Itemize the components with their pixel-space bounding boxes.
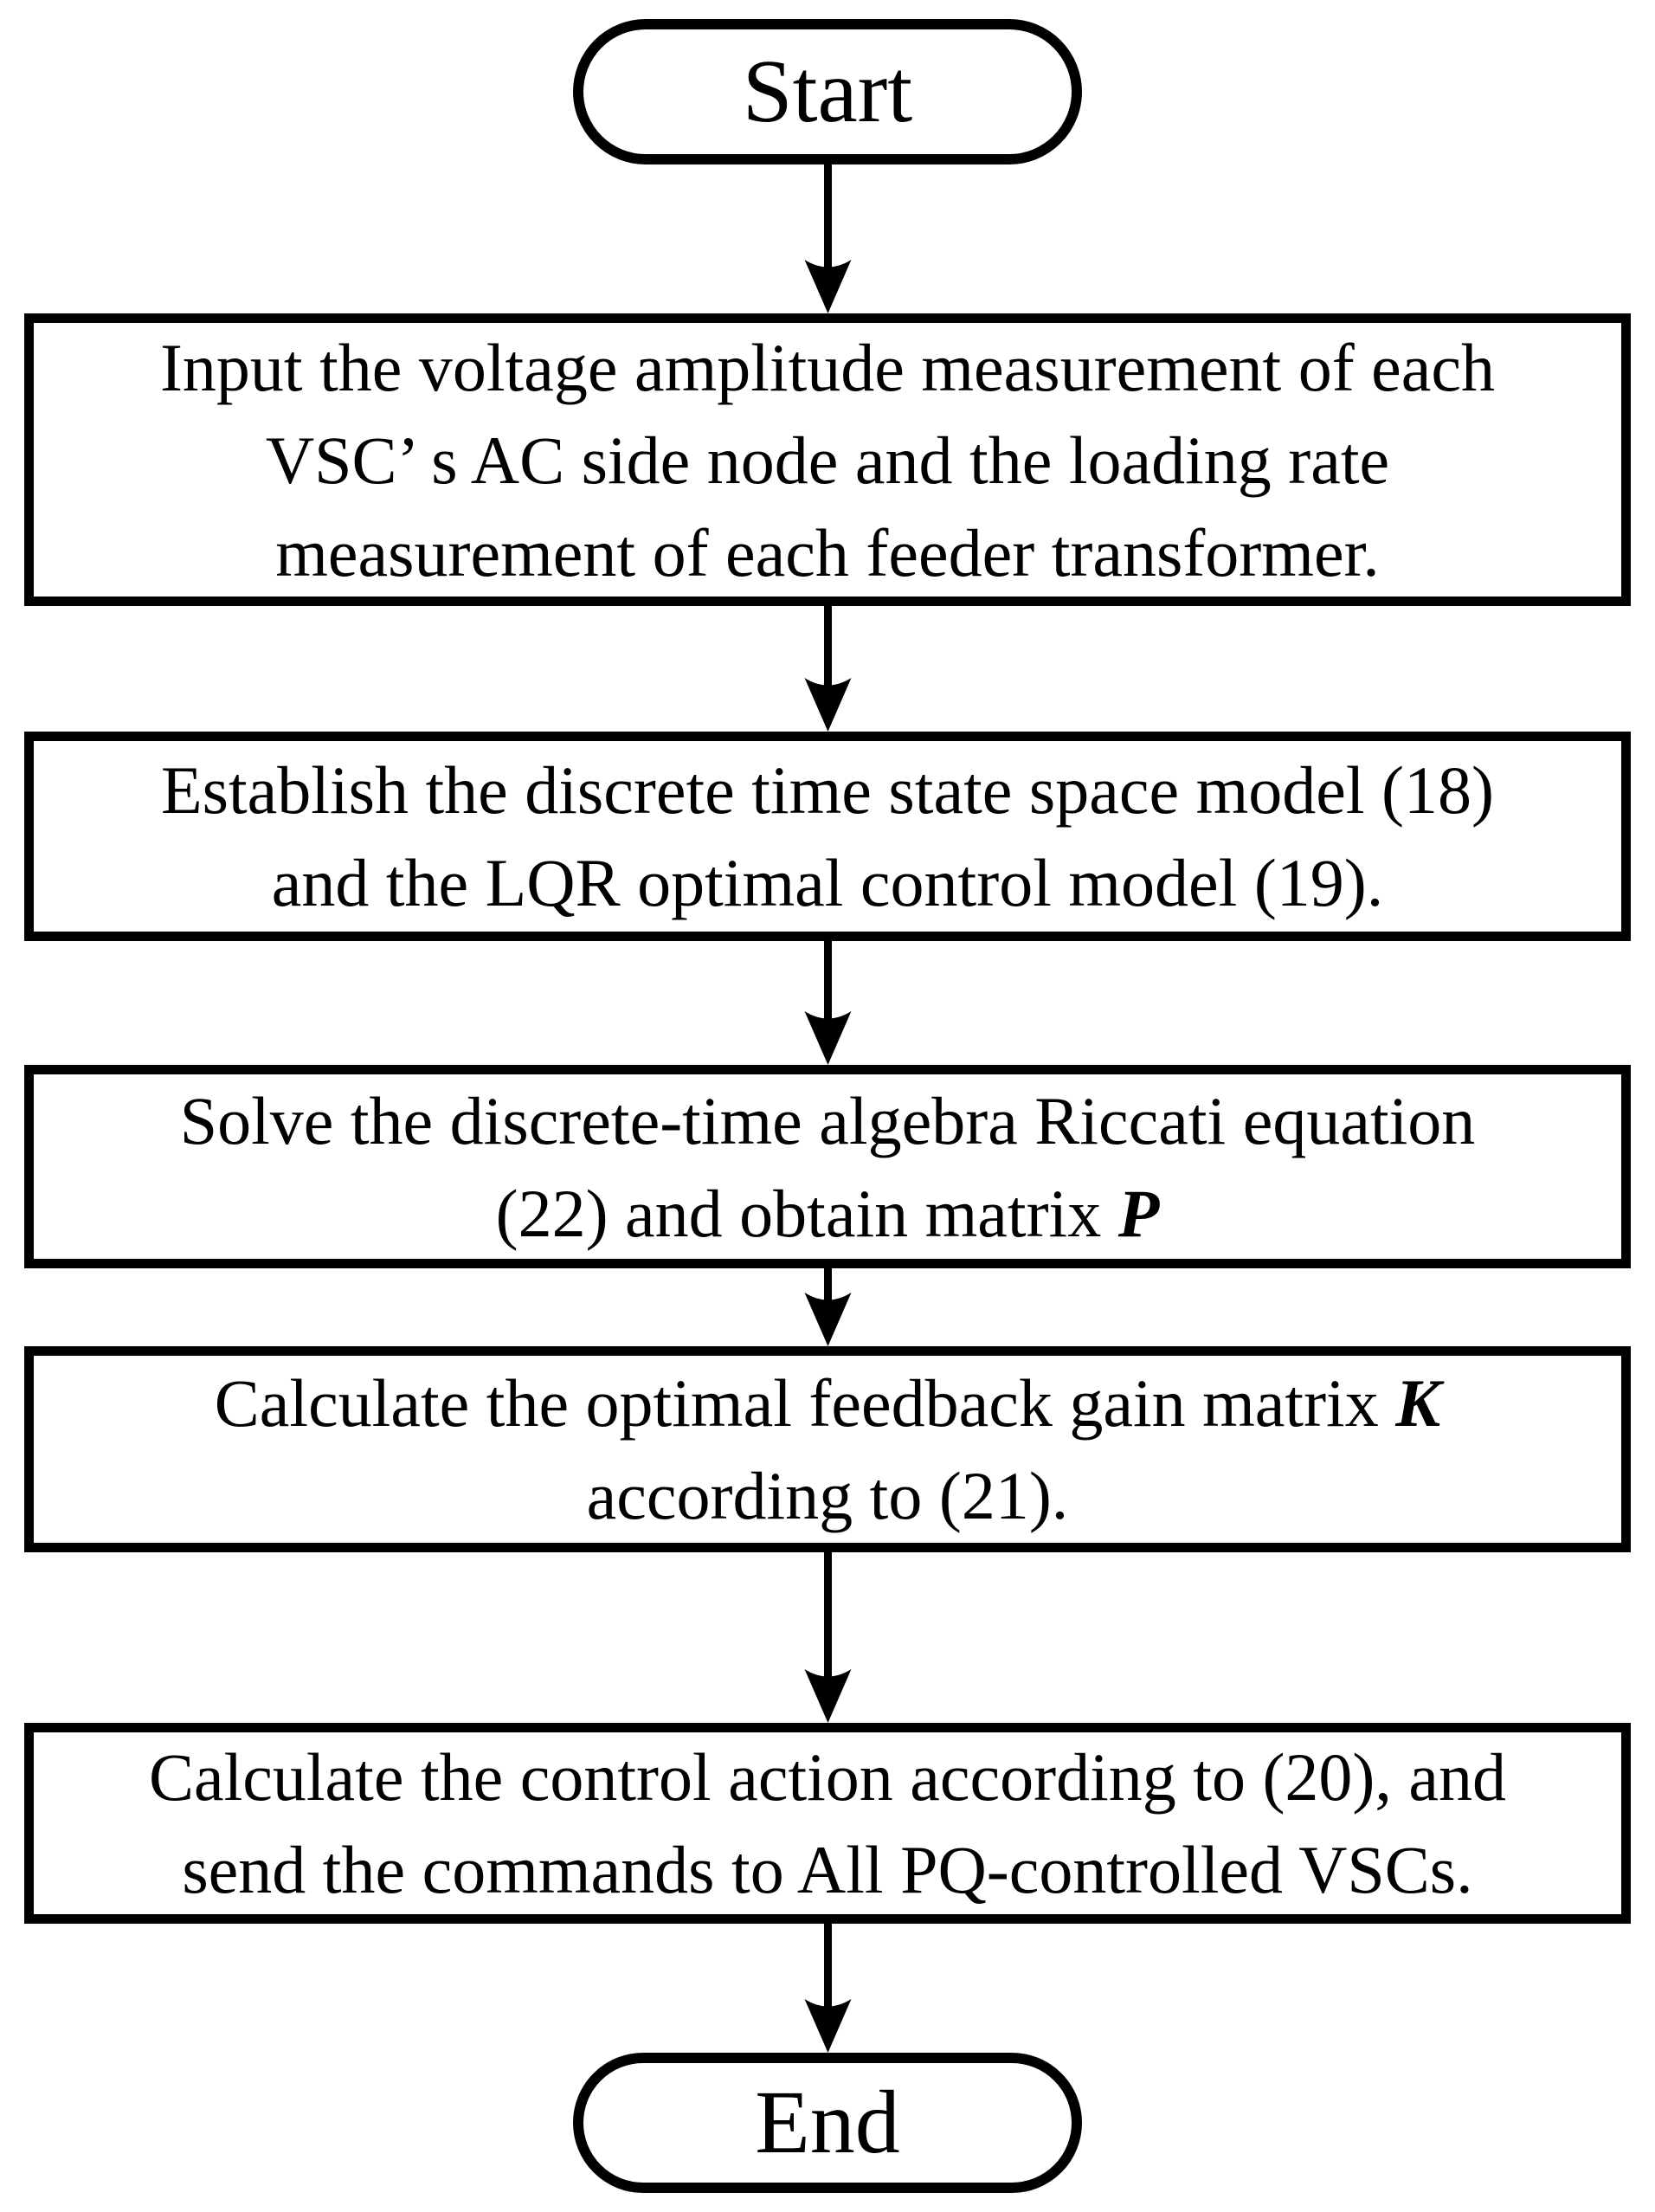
text-line: Calculate the optimal feedback gain matr… xyxy=(215,1357,1441,1449)
arrow-command-to-end xyxy=(804,1924,852,2053)
start-terminal: Start xyxy=(573,19,1082,164)
arrow-establish-to-solve xyxy=(804,941,852,1065)
matrix-variable-p: P xyxy=(1117,1175,1160,1251)
text-line: send the commands to All PQ-controlled V… xyxy=(182,1832,1473,1907)
process-solve-riccati: Solve the discrete-time algebra Riccati … xyxy=(24,1065,1631,1268)
text-segment: (22) and obtain matrix xyxy=(495,1175,1118,1251)
arrow-solve-to-gain xyxy=(804,1268,852,1346)
matrix-variable-k: K xyxy=(1395,1365,1441,1441)
arrow-start-to-input xyxy=(804,164,852,313)
start-label: Start xyxy=(742,42,913,141)
arrow-gain-to-command xyxy=(804,1552,852,1723)
text-line: (22) and obtain matrix P xyxy=(496,1167,1160,1260)
text-line: Establish the discrete time state space … xyxy=(160,752,1494,828)
process-calculate-gain: Calculate the optimal feedback gain matr… xyxy=(24,1346,1631,1552)
end-terminal: End xyxy=(573,2053,1082,2193)
text-line: and the LQR optimal control model (19). xyxy=(271,845,1384,920)
process-input-measurements: Input the voltage amplitude measurement … xyxy=(24,313,1631,606)
end-label: End xyxy=(755,2073,900,2172)
text-line: Calculate the control action according t… xyxy=(148,1739,1507,1815)
arrow-input-to-establish xyxy=(804,606,852,732)
text-line: measurement of each feeder transformer. xyxy=(275,514,1380,590)
text-line: Solve the discrete-time algebra Riccati … xyxy=(179,1082,1476,1158)
text-line: Input the voltage amplitude measurement … xyxy=(159,329,1496,405)
process-establish-models: Establish the discrete time state space … xyxy=(24,732,1631,941)
process-send-commands: Calculate the control action according t… xyxy=(24,1723,1631,1924)
text-segment: Calculate the optimal feedback gain matr… xyxy=(214,1365,1396,1441)
text-line: according to (21). xyxy=(586,1458,1069,1533)
text-line: VSC’ s AC side node and the loading rate xyxy=(265,422,1390,498)
